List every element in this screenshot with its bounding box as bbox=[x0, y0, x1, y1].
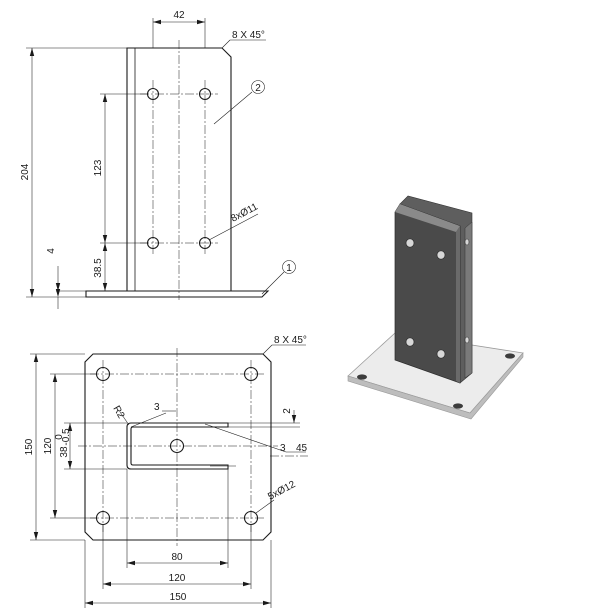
balloon-post-label: 2 bbox=[255, 83, 261, 94]
render-3d bbox=[347, 195, 524, 420]
top-chamfer-note: 8 X 45° bbox=[274, 335, 307, 346]
base-plate bbox=[85, 290, 270, 298]
top-view: 8 X 45° 150 120 38 0 -0.5 R2 3 2 bbox=[24, 335, 308, 608]
dim-thickness-side: 3 bbox=[280, 443, 286, 454]
dim-outer-height: 150 bbox=[24, 438, 35, 455]
balloon-plate bbox=[282, 260, 296, 274]
dim-thickness-top: 3 bbox=[154, 402, 160, 413]
front-chamfer-note: 8 X 45° bbox=[232, 30, 265, 41]
render-post-front bbox=[394, 203, 461, 384]
dim-profile-tol-lower: -0.5 bbox=[61, 428, 72, 446]
render-holes bbox=[405, 238, 470, 359]
post-outline bbox=[126, 47, 232, 292]
dim-width-120: 120 bbox=[169, 573, 186, 584]
dim-hole-spacing: 123 bbox=[93, 159, 104, 176]
render-plate-edge bbox=[347, 352, 524, 420]
dim-hole-height: 120 bbox=[43, 437, 54, 454]
dim-gap: 2 bbox=[282, 408, 293, 414]
dim-offset: 45 bbox=[296, 443, 308, 454]
dim-bottom-hole: 38.5 bbox=[93, 258, 104, 278]
dim-plate-thickness: 4 bbox=[46, 248, 57, 254]
front-holes bbox=[140, 87, 218, 250]
top-plate-outline bbox=[84, 353, 272, 541]
dim-width-top: 42 bbox=[173, 10, 185, 21]
dim-width-80: 80 bbox=[171, 552, 183, 563]
dim-width-150: 150 bbox=[170, 592, 187, 603]
balloon-plate-label: 1 bbox=[286, 263, 292, 274]
u-profile bbox=[126, 422, 229, 470]
dim-profile-height: 38 bbox=[59, 446, 70, 458]
dim-profile-tol-upper: 0 bbox=[54, 434, 65, 440]
front-view: 42 8 X 45° 2 204 123 8xØ11 4 38.5 1 bbox=[20, 10, 296, 309]
dim-total-height: 204 bbox=[20, 163, 31, 180]
balloon-post bbox=[251, 80, 265, 94]
